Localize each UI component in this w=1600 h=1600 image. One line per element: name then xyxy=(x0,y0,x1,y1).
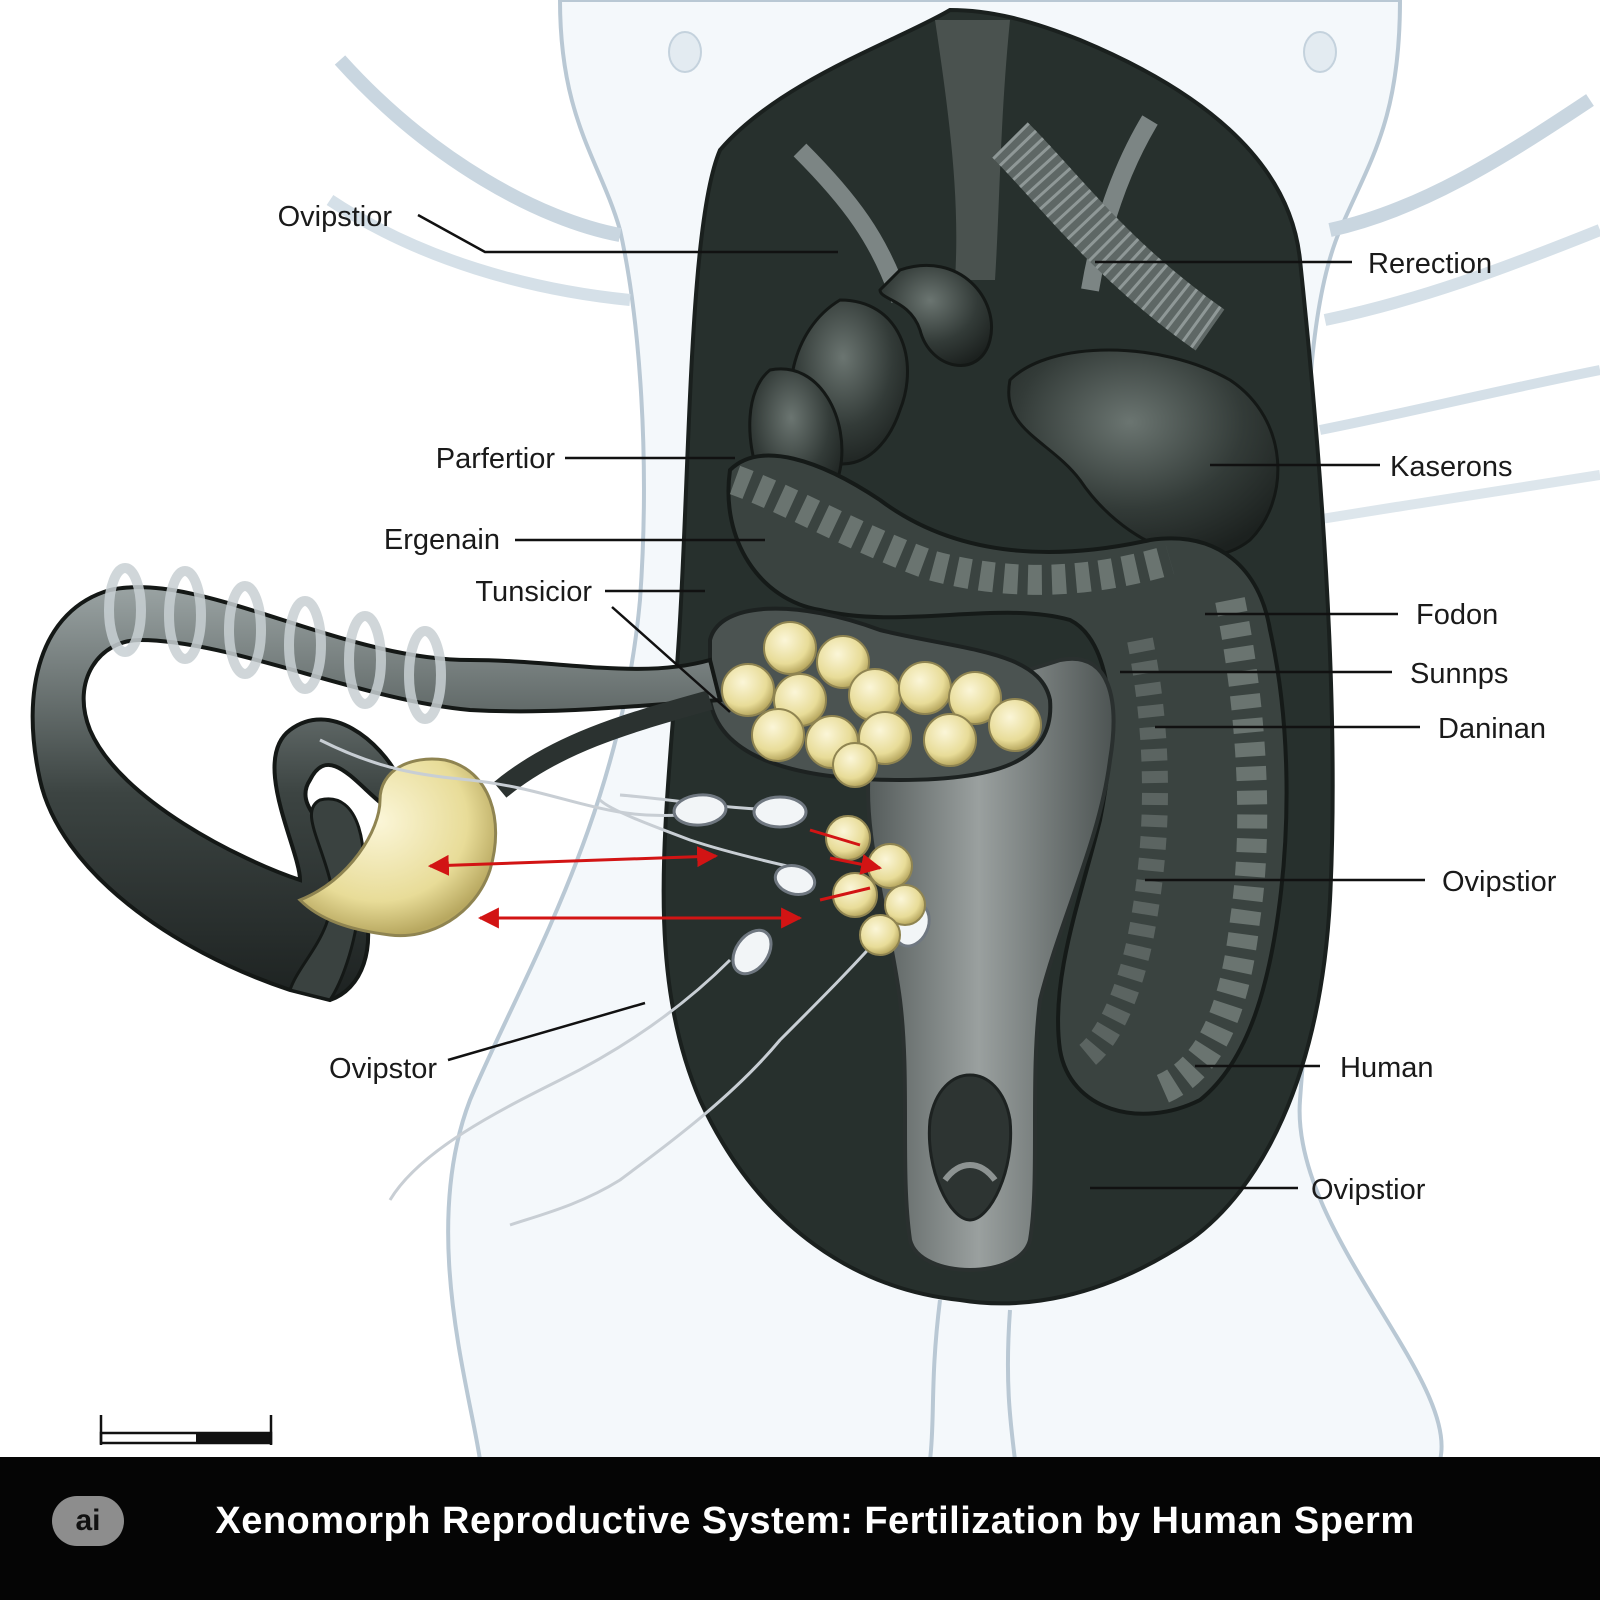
coiled-intestine xyxy=(726,453,1289,1116)
label-fodon: Fodon xyxy=(1416,599,1498,631)
scale-bar xyxy=(99,1415,273,1445)
label-parfertior: Parfertior xyxy=(436,443,556,475)
caption-title: Xenomorph Reproductive System: Fertiliza… xyxy=(215,1500,1415,1542)
label-sunnps: Sunnps xyxy=(1410,658,1508,690)
label-ovipstior-right: Ovipstior xyxy=(1442,866,1557,898)
label-ovipstior-top: Ovipstior xyxy=(278,201,393,233)
tube-rings xyxy=(104,563,446,724)
red-arrows xyxy=(427,828,883,929)
ovary xyxy=(297,757,498,938)
ovipositor-tube xyxy=(30,563,723,1003)
ai-badge: ai xyxy=(52,1496,124,1546)
labels: Ovipstior Rerection Parfertior Kaserons … xyxy=(278,201,1557,1206)
uterus xyxy=(866,656,1116,1272)
label-ovipstior-bottom: Ovipstior xyxy=(1311,1174,1426,1206)
label-rerection: Rerection xyxy=(1368,248,1492,280)
sperm-cells xyxy=(319,738,892,1227)
label-human: Human xyxy=(1340,1052,1434,1084)
label-tunsicior: Tunsicior xyxy=(475,576,592,608)
caption-bar xyxy=(0,1457,1600,1600)
label-ergenain: Ergenain xyxy=(384,524,500,556)
label-daninan: Daninan xyxy=(1438,713,1546,745)
leader-lines xyxy=(417,213,1425,1190)
egg-cluster xyxy=(721,621,1042,788)
label-ovipstor-left: Ovipstor xyxy=(329,1053,437,1085)
egg-sac xyxy=(708,606,1053,788)
label-kaserons: Kaserons xyxy=(1390,451,1513,483)
